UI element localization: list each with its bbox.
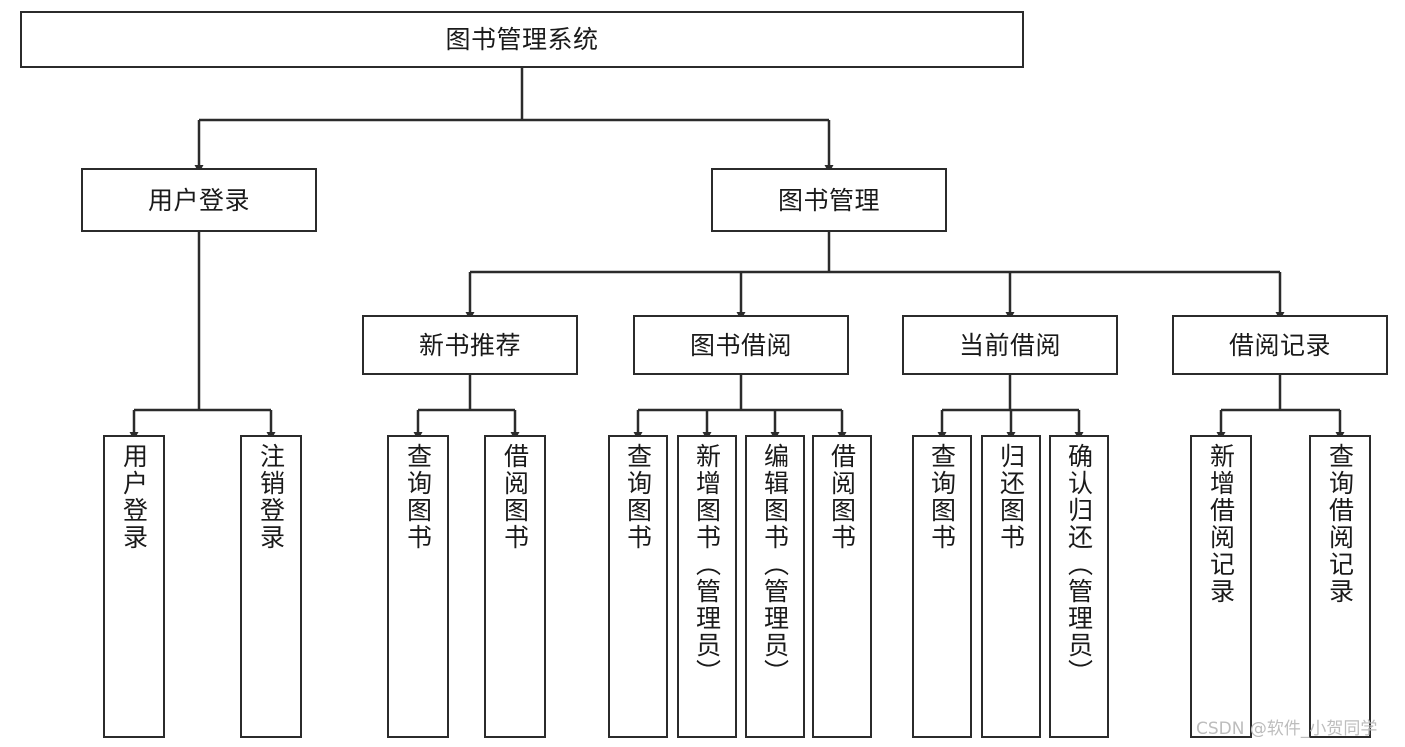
node-book-borrow[interactable]: 图书借阅 — [633, 315, 849, 375]
node-label: 确认归还（管理员） — [1064, 443, 1094, 686]
node-new-book-rec[interactable]: 新书推荐 — [362, 315, 578, 375]
node-current-borrow[interactable]: 当前借阅 — [902, 315, 1118, 375]
node-root[interactable]: 图书管理系统 — [20, 11, 1024, 68]
node-leaf-return-book[interactable]: 归还图书 — [981, 435, 1041, 738]
node-leaf-query-book-1[interactable]: 查询图书 — [387, 435, 449, 738]
node-label: 借阅图书 — [500, 443, 530, 551]
node-label: 图书借阅 — [689, 330, 792, 360]
node-label: 归还图书 — [996, 443, 1026, 551]
node-label: 查询图书 — [927, 443, 957, 551]
node-label: 新增图书（管理员） — [692, 443, 722, 686]
node-leaf-borrow-book-1[interactable]: 借阅图书 — [484, 435, 546, 738]
node-book-manage[interactable]: 图书管理 — [711, 168, 947, 232]
node-label: 编辑图书（管理员） — [760, 443, 790, 686]
node-leaf-add-record[interactable]: 新增借阅记录 — [1190, 435, 1252, 738]
node-leaf-confirm-return[interactable]: 确认归还（管理员） — [1049, 435, 1109, 738]
node-leaf-add-book[interactable]: 新增图书（管理员） — [677, 435, 737, 738]
node-label: 查询图书 — [403, 443, 433, 551]
node-label: 用户登录 — [147, 185, 250, 215]
node-leaf-user-login[interactable]: 用户登录 — [103, 435, 165, 738]
node-leaf-query-book-3[interactable]: 查询图书 — [912, 435, 972, 738]
node-label: 新增借阅记录 — [1206, 443, 1236, 605]
node-user-login[interactable]: 用户登录 — [81, 168, 317, 232]
node-label: 借阅记录 — [1228, 330, 1331, 360]
node-leaf-borrow-book-2[interactable]: 借阅图书 — [812, 435, 872, 738]
node-borrow-record[interactable]: 借阅记录 — [1172, 315, 1388, 375]
node-label: 图书管理 — [777, 185, 880, 215]
node-label: 当前借阅 — [958, 330, 1061, 360]
watermark: CSDN @软件_小贺同学 — [1196, 719, 1378, 739]
node-leaf-query-book-2[interactable]: 查询图书 — [608, 435, 668, 738]
node-label: 注销登录 — [256, 443, 286, 551]
node-leaf-query-record[interactable]: 查询借阅记录 — [1309, 435, 1371, 738]
node-label: 查询借阅记录 — [1325, 443, 1355, 605]
node-leaf-logout[interactable]: 注销登录 — [240, 435, 302, 738]
node-leaf-edit-book[interactable]: 编辑图书（管理员） — [745, 435, 805, 738]
node-label: 用户登录 — [119, 443, 149, 551]
node-label: 图书管理系统 — [445, 25, 599, 54]
node-label: 借阅图书 — [827, 443, 857, 551]
node-label: 查询图书 — [623, 443, 653, 551]
node-label: 新书推荐 — [418, 330, 521, 360]
